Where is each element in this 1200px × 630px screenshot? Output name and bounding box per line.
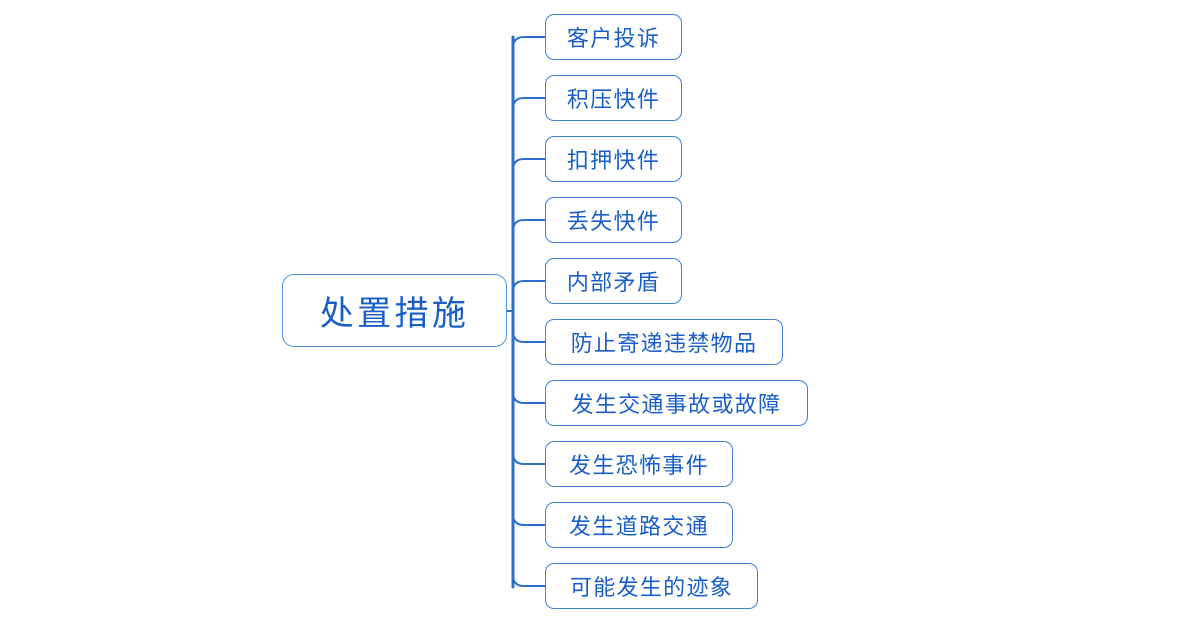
leaf-node[interactable]: 丢失快件 [545,197,682,243]
leaf-node[interactable]: 发生交通事故或故障 [545,380,808,426]
root-node[interactable]: 处置措施 [282,274,507,347]
leaf-node-label: 内部矛盾 [566,270,661,295]
leaf-node[interactable]: 客户投诉 [545,14,682,60]
leaf-node[interactable]: 内部矛盾 [545,258,682,304]
leaf-node-label: 积压快件 [566,87,661,112]
leaf-node-label: 防止寄递违禁物品 [570,331,758,356]
leaf-node[interactable]: 发生恐怖事件 [545,441,733,487]
leaf-node-label: 扣押快件 [566,148,661,173]
leaf-node[interactable]: 防止寄递违禁物品 [545,319,783,365]
root-node-label: 处置措施 [319,296,470,333]
leaf-node-label: 发生恐怖事件 [569,453,709,478]
leaf-node-label: 发生道路交通 [569,514,709,539]
leaf-node[interactable]: 扣押快件 [545,136,682,182]
leaf-node-label: 客户投诉 [566,26,661,51]
leaf-node[interactable]: 发生道路交通 [545,502,733,548]
leaf-node-label: 发生交通事故或故障 [571,392,782,417]
leaf-node-label: 丢失快件 [566,209,661,234]
leaf-node[interactable]: 积压快件 [545,75,682,121]
leaf-node[interactable]: 可能发生的迹象 [545,563,758,609]
leaf-node-label: 可能发生的迹象 [569,575,734,600]
